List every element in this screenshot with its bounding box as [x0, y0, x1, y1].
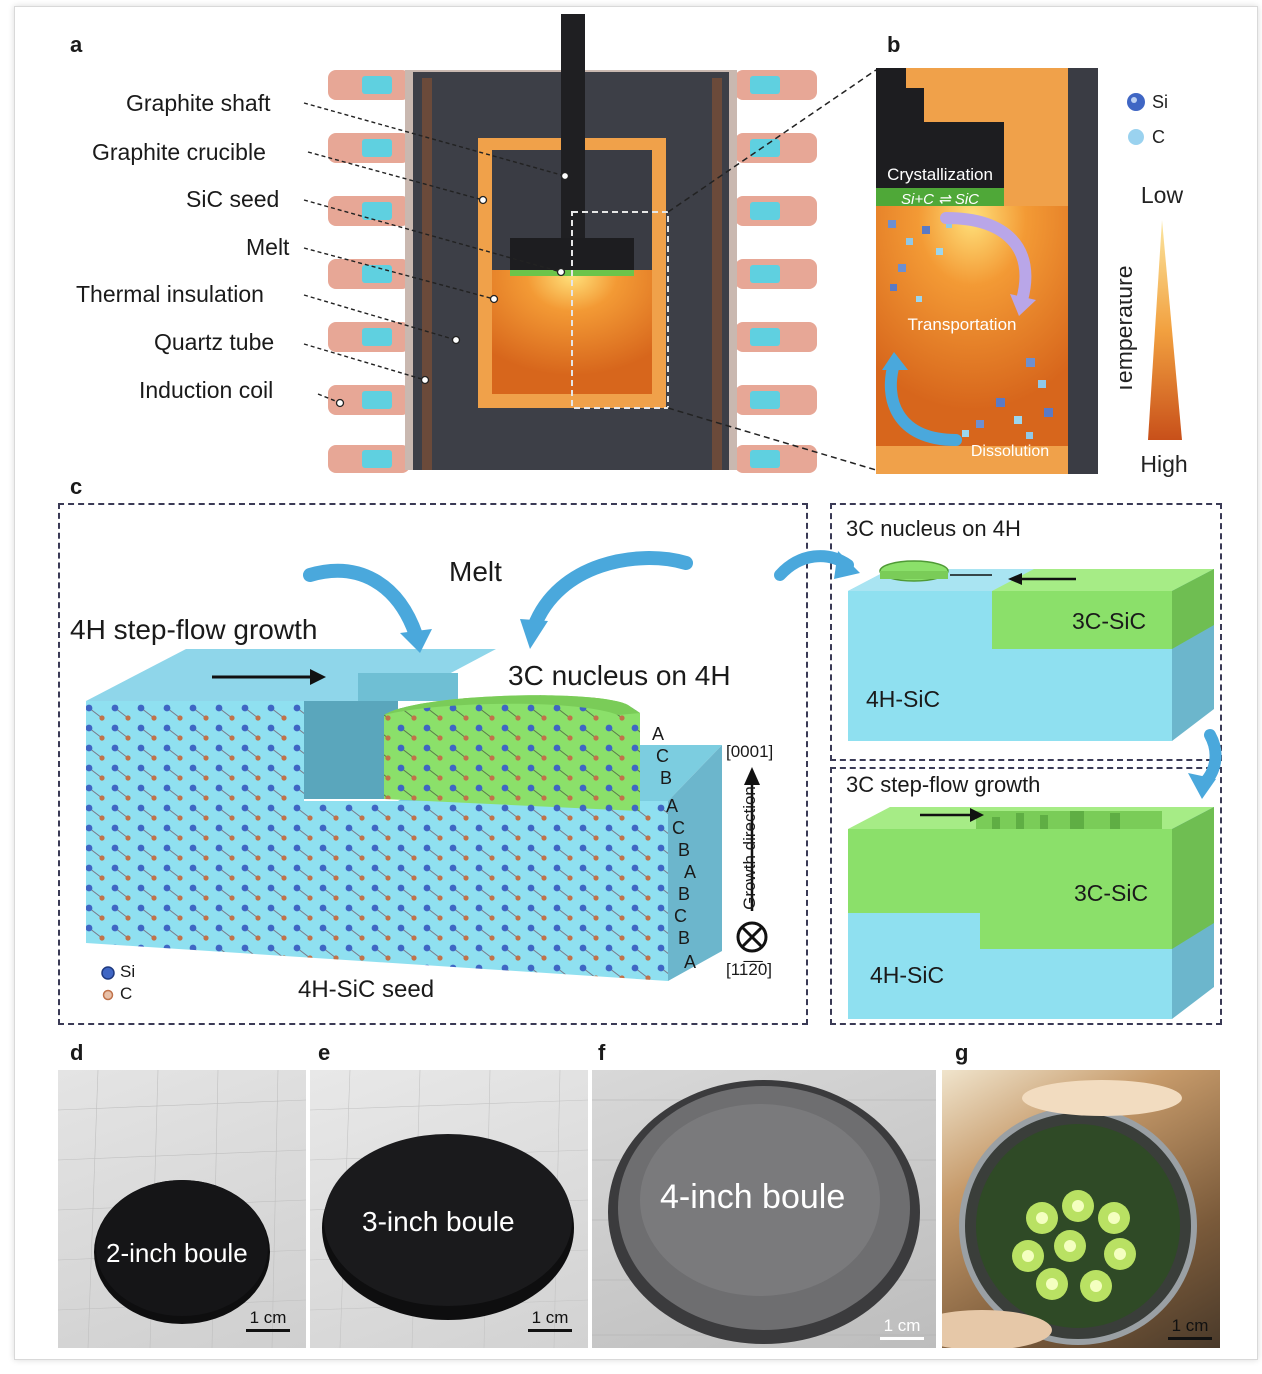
- zoom-panel: Crystallization Si+C ⇌ SiC Transportatio…: [876, 68, 1098, 474]
- stack-10: A: [684, 952, 697, 972]
- direction-bottom-label: [11̅2̅0]: [726, 960, 773, 979]
- caption-4-inch: 4-inch boule: [660, 1178, 846, 1216]
- panel-c-inset1-box: [830, 503, 1222, 761]
- stack-7: B: [678, 884, 691, 904]
- callout-quartz-tube: Quartz tube: [154, 329, 275, 355]
- step-flow-4h-label: 4H step-flow growth: [70, 614, 318, 645]
- induction-coil-right: [735, 70, 817, 473]
- scale-label-e: 1 cm: [531, 1308, 569, 1327]
- particles: [888, 220, 1053, 439]
- temperature-triangle: [1148, 220, 1182, 440]
- stack-2: B: [660, 768, 673, 788]
- panel-label-c: c: [70, 474, 83, 499]
- growth-direction-label: Growth direction: [739, 786, 759, 910]
- stack-6: A: [684, 862, 697, 882]
- stacking-sequence: A C B A C B A B C B A: [640, 724, 720, 984]
- dissolution-label: Dissolution: [971, 443, 1049, 460]
- stack-9: B: [678, 928, 691, 948]
- caption-3-inch: 3-inch boule: [362, 1206, 515, 1237]
- panel-c-inset2-box: [830, 767, 1222, 1025]
- transportation-label: Transportation: [908, 315, 1017, 334]
- temp-title: Temperature: [1120, 265, 1137, 394]
- photo-glowing-wafer: 1 cm: [942, 1070, 1220, 1348]
- stack-3: A: [666, 796, 679, 816]
- furnace-diagram: [303, 14, 877, 473]
- panel-label-a: a: [70, 32, 83, 57]
- panel-label-e: e: [318, 1040, 331, 1065]
- panel-label-g: g: [955, 1040, 969, 1065]
- photo-2-inch-boule: 2-inch boule 1 cm: [58, 1070, 306, 1348]
- legend-si-label: Si: [1152, 92, 1168, 112]
- scale-label-g: 1 cm: [1171, 1316, 1209, 1335]
- callout-induction-coil: Induction coil: [139, 377, 274, 403]
- inset2-top-label: 3C-SiC: [1074, 880, 1149, 906]
- legend-c-label: C: [1152, 127, 1165, 147]
- nucleus-3c-label: 3C nucleus on 4H: [508, 660, 731, 691]
- stack-5: B: [678, 840, 691, 860]
- crystallization-label: Crystallization: [887, 165, 993, 184]
- inset1-top-label: 3C-SiC: [1072, 608, 1147, 634]
- inset1-title: 3C nucleus on 4H: [846, 516, 1021, 541]
- stack-0: A: [652, 724, 665, 744]
- scale-label-d: 1 cm: [249, 1308, 287, 1327]
- direction-top-label: [0001]: [726, 742, 774, 761]
- melt-label: Melt: [449, 556, 502, 587]
- scale-bar-e: 1 cm: [528, 1308, 572, 1332]
- panel-label-b: b: [887, 32, 901, 57]
- legend-c-c-label: C: [120, 984, 133, 1003]
- callout-sic-seed: SiC seed: [186, 186, 280, 212]
- panel-label-d: d: [70, 1040, 84, 1065]
- stack-4: C: [672, 818, 685, 838]
- stack-8: C: [674, 906, 687, 926]
- scale-bar-f: 1 cm: [880, 1316, 924, 1340]
- induction-coil-left: [328, 70, 410, 473]
- callout-thermal-insulation: Thermal insulation: [76, 281, 264, 307]
- inset1-bottom-label: 4H-SiC: [866, 686, 941, 712]
- photo-3-inch-boule: 3-inch boule 1 cm: [310, 1070, 588, 1348]
- temperature-legend: Si C Low Temperature High: [1120, 92, 1188, 477]
- scale-label-f: 1 cm: [883, 1316, 921, 1335]
- zoom-box: [571, 211, 669, 409]
- inset2-bottom-label: 4H-SiC: [870, 962, 945, 988]
- temp-high-label: High: [1140, 451, 1187, 477]
- stack-1: C: [656, 746, 669, 766]
- photo-4-inch-boule: 4-inch boule 1 cm: [592, 1070, 936, 1348]
- graphite-shaft: [561, 14, 585, 244]
- callout-leaders: [303, 102, 566, 403]
- caption-2-inch: 2-inch boule: [106, 1238, 248, 1268]
- reaction-label: Si+C ⇌ SiC: [901, 191, 979, 208]
- callout-graphite-crucible: Graphite crucible: [92, 139, 266, 165]
- figure-frame: [14, 6, 1258, 1360]
- temp-low-label: Low: [1141, 182, 1184, 208]
- legend-si-c-label: Si: [120, 962, 136, 981]
- inset2-title: 3C step-flow growth: [846, 772, 1041, 797]
- panel-label-f: f: [598, 1040, 606, 1065]
- scale-bar-d: 1 cm: [246, 1308, 290, 1332]
- seed-label: 4H-SiC seed: [298, 976, 435, 1003]
- crystal-block-diagram: [86, 551, 768, 1001]
- scale-bar-g: 1 cm: [1168, 1316, 1212, 1340]
- callout-graphite-shaft: Graphite shaft: [126, 90, 271, 116]
- inset-diagrams: [774, 550, 1222, 1019]
- callout-melt: Melt: [246, 234, 290, 260]
- panel-c-main-box: [58, 503, 808, 1025]
